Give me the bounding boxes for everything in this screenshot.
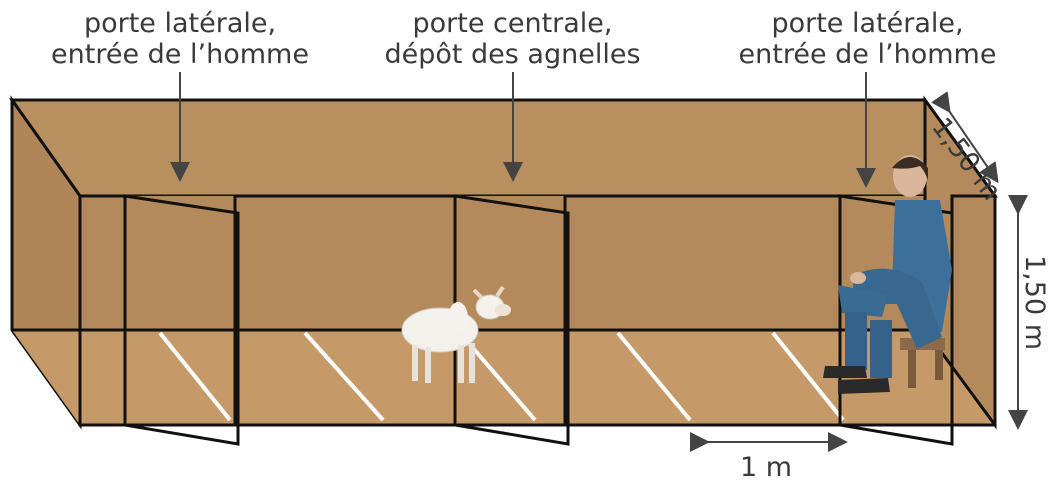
label-door-left-line2: entrée de l’homme xyxy=(51,39,309,70)
floor-markings xyxy=(158,331,845,422)
dimension-arrows xyxy=(690,91,1028,452)
pen-top-face xyxy=(9,98,998,198)
dimension-height-label: 1,50 m xyxy=(1019,255,1050,351)
label-door-left: porte latérale, entrée de l’homme xyxy=(45,8,315,70)
label-door-center-line2: dépôt des agnelles xyxy=(384,39,641,70)
pen-floor xyxy=(12,330,995,425)
label-door-right-line1: porte latérale, xyxy=(771,8,964,39)
label-door-center-line1: porte centrale, xyxy=(412,8,613,39)
door-left xyxy=(123,194,240,446)
label-door-right: porte latérale, entrée de l’homme xyxy=(730,8,1005,70)
lamb-figure xyxy=(401,285,511,383)
label-door-center: porte centrale, dépôt des agnelles xyxy=(375,8,650,70)
dimension-spacing-label: 1 m xyxy=(740,452,793,483)
label-arrows xyxy=(170,72,876,188)
label-door-left-line1: porte latérale, xyxy=(83,8,277,39)
label-door-right-line2: entrée de l’homme xyxy=(738,39,997,70)
seated-man-figure xyxy=(823,155,952,394)
